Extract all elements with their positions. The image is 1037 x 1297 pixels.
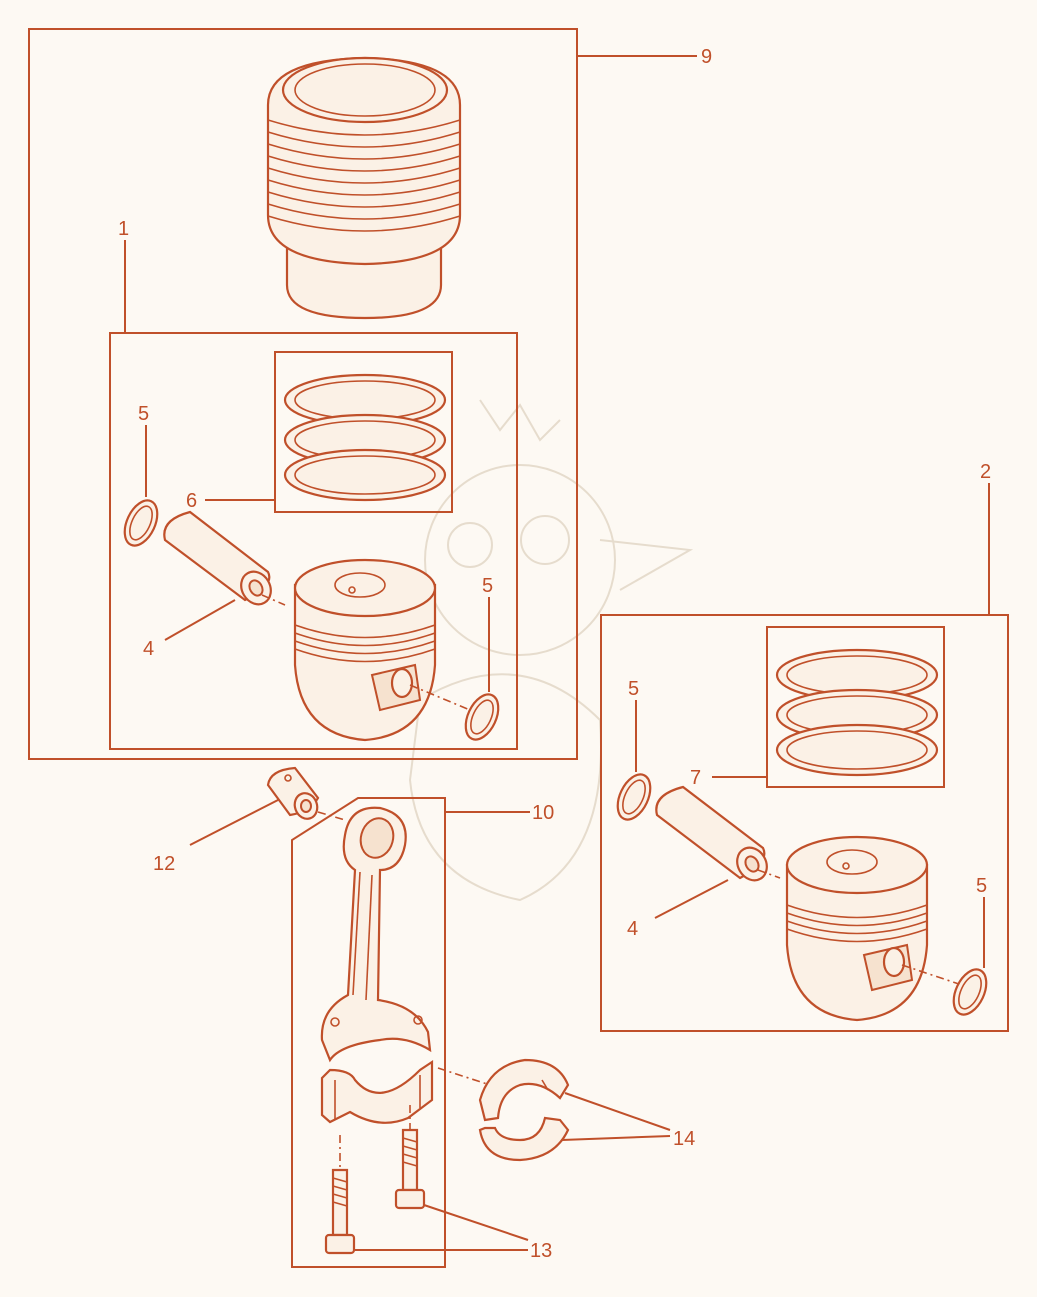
callout-5-a: 5 xyxy=(138,403,149,425)
callout-13: 13 xyxy=(530,1240,552,1262)
callout-5-c: 5 xyxy=(628,678,639,700)
connecting-rod-cap xyxy=(320,1059,434,1124)
frame-ring-set-7 xyxy=(766,626,945,788)
frame-connecting-rod-10 xyxy=(291,797,446,1268)
callout-12: 12 xyxy=(153,853,175,875)
callout-5-b: 5 xyxy=(482,575,493,597)
piston-2 xyxy=(785,835,929,1022)
callout-9: 9 xyxy=(701,46,712,68)
circlip-right-2 xyxy=(952,968,988,1016)
callout-5-d: 5 xyxy=(976,875,987,897)
callout-10: 10 xyxy=(532,802,554,824)
rod-bolt-left xyxy=(324,1168,356,1255)
circlip-right-1 xyxy=(464,693,500,741)
rod-bolt-right xyxy=(394,1128,426,1210)
callout-1: 1 xyxy=(118,218,129,240)
piston-pin-1 xyxy=(163,510,272,606)
piston-1 xyxy=(293,558,437,742)
big-end-bearing-shells xyxy=(478,1058,570,1162)
piston-rings-7 xyxy=(775,648,939,777)
piston-rings-6 xyxy=(283,373,447,502)
frame-piston-kit-1 xyxy=(109,332,518,750)
small-end-bushing xyxy=(266,766,320,820)
frame-piston-kit-2 xyxy=(600,614,1009,1032)
circlip-left-2 xyxy=(616,773,652,821)
callout-6: 6 xyxy=(186,490,197,512)
callout-2: 2 xyxy=(980,461,991,483)
callout-14: 14 xyxy=(673,1128,695,1150)
frame-assembly-9 xyxy=(28,28,578,760)
piston-pin-2 xyxy=(655,785,768,882)
callout-4-a: 4 xyxy=(143,638,154,660)
callout-7: 7 xyxy=(690,767,701,789)
circlip-left-1 xyxy=(123,499,159,547)
frame-ring-set-6 xyxy=(274,351,453,513)
cylinder-liner xyxy=(266,56,462,320)
connecting-rod xyxy=(320,806,432,1063)
watermark-dragon xyxy=(408,399,694,902)
callout-4-b: 4 xyxy=(627,918,638,940)
